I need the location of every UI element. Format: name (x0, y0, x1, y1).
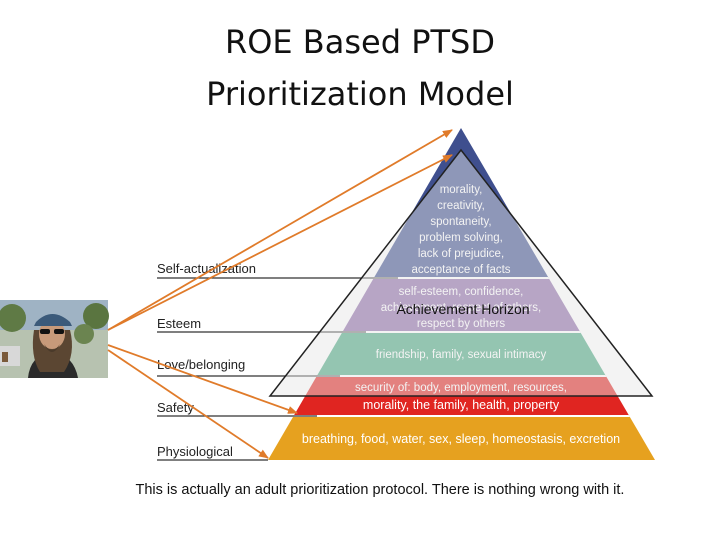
layer-text-self-actualization-4: problem solving, (419, 232, 503, 244)
title-line-2: Prioritization Model (206, 75, 514, 113)
label-self-actualization: Self-actualization (157, 261, 256, 276)
layer-text-self-actualization-1: morality, (440, 184, 483, 196)
title-line-1: ROE Based PTSD (224, 23, 495, 61)
layer-text-self-actualization-5: lack of prejudice, (418, 248, 504, 260)
layer-text-safety-2: morality, the family, health, property (363, 398, 560, 412)
layer-text-self-actualization-6: acceptance of facts (411, 264, 510, 276)
layer-text-safety-1: security of: body, employment, resources… (355, 382, 567, 394)
layer-physiological (268, 416, 655, 460)
label-physiological: Physiological (157, 444, 233, 459)
person-photo (0, 300, 109, 378)
achievement-horizon-label: Achievement Horizon (396, 301, 529, 317)
arrow-to-safety (107, 344, 298, 414)
label-love-belonging: Love/belonging (157, 357, 245, 372)
achievement-horizon-triangle (268, 148, 654, 397)
label-esteem: Esteem (157, 316, 201, 331)
arrow-to-upper (107, 154, 453, 331)
caption: This is actually an adult prioritization… (135, 482, 625, 498)
layer-text-esteem-2: achievement, respect of others, (381, 302, 541, 314)
label-safety: Safety (157, 400, 194, 415)
layer-text-esteem-1: self-esteem, confidence, (399, 286, 524, 298)
arrow-to-physiological (107, 349, 269, 459)
layer-text-esteem-3: respect by others (417, 318, 505, 330)
layer-text-love-belonging-1: friendship, family, sexual intimacy (376, 349, 547, 361)
layer-text-self-actualization-3: spontaneity, (430, 216, 491, 228)
arrow-to-apex (107, 129, 453, 331)
layer-text-physiological-1: breathing, food, water, sex, sleep, home… (302, 432, 620, 446)
layer-text-self-actualization-2: creativity, (437, 200, 485, 212)
